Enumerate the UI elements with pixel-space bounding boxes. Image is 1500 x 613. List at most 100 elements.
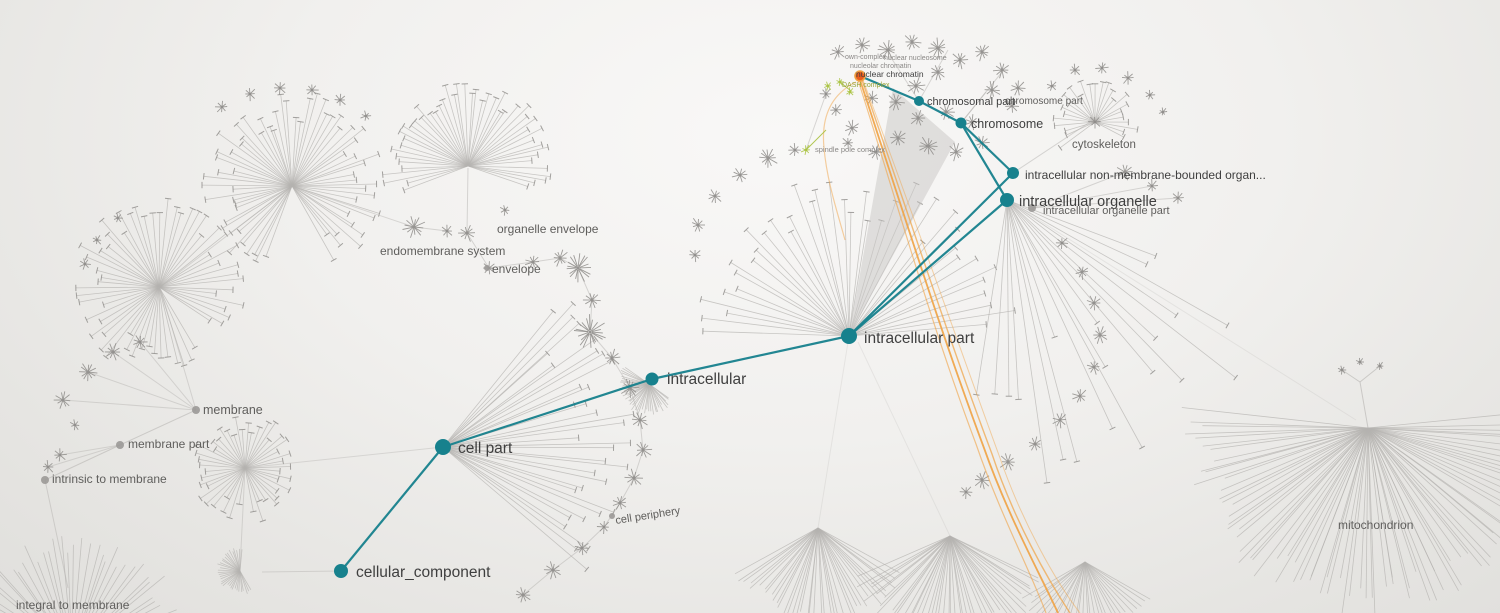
fan-cluster	[973, 199, 1238, 484]
leaf-burst	[54, 448, 67, 462]
leaf-burst	[402, 216, 426, 238]
label-chromosome[interactable]: chromosome	[971, 117, 1043, 131]
leaf-burst	[992, 62, 1009, 79]
label-cytoskeleton[interactable]: cytoskeleton	[1072, 139, 1136, 151]
leaf-burst	[1121, 71, 1134, 85]
leaf-burst	[274, 82, 286, 95]
teal-edge	[848, 172, 1014, 337]
leaf-burst	[133, 335, 148, 349]
leaf-burst	[441, 224, 453, 238]
leaf-burst	[823, 81, 832, 91]
label-endomembrane-system[interactable]: endomembrane system	[380, 244, 505, 258]
label-chromosome-part[interactable]: chromosome part	[1005, 96, 1083, 107]
node-chromosome[interactable]	[955, 117, 967, 129]
node-intracellular-organelle[interactable]	[1000, 193, 1014, 207]
gray-edge	[62, 399, 197, 411]
label-membrane[interactable]: membrane	[203, 403, 263, 417]
leaf-burst	[334, 93, 346, 106]
fan-cluster	[1022, 561, 1151, 613]
label-cell-part[interactable]: cell part	[458, 440, 513, 457]
gray-edge	[805, 93, 827, 151]
label-intracellular[interactable]: intracellular	[667, 371, 746, 388]
leaf-burst	[631, 412, 648, 430]
leaf-burst	[1055, 237, 1069, 250]
leaf-burst	[1172, 191, 1184, 204]
leaf-burst	[788, 143, 801, 156]
term-dot[interactable]	[41, 476, 49, 484]
node-intracellular[interactable]	[645, 372, 659, 386]
teal-edge	[960, 122, 1008, 201]
label-integral-to-membrane[interactable]: integral to membrane	[16, 598, 130, 612]
node-intracellular-part[interactable]	[841, 328, 857, 344]
teal-edge	[960, 122, 1014, 174]
fan-cluster	[217, 548, 252, 594]
gray-edge	[1031, 171, 1126, 209]
orange-edge	[822, 81, 857, 241]
term-dot[interactable]	[484, 265, 490, 271]
leaf-burst	[43, 460, 54, 473]
term-dot[interactable]	[116, 441, 124, 449]
node-cellular-component[interactable]	[334, 564, 348, 578]
leaf-burst	[888, 93, 905, 111]
node-chromosomal-part[interactable]	[914, 96, 924, 106]
label-organelle-envelope[interactable]: organelle envelope	[497, 222, 599, 236]
leaf-burst	[524, 255, 540, 270]
leaf-burst	[104, 343, 121, 361]
gray-edge	[159, 185, 293, 288]
gray-edge	[589, 331, 613, 359]
label-envelope[interactable]: envelope	[492, 262, 541, 276]
label-membrane-part[interactable]: membrane part	[128, 437, 210, 451]
leaf-burst	[53, 391, 71, 409]
leaf-burst	[566, 253, 592, 283]
label-dash-complex[interactable]: DASH complex	[842, 82, 890, 89]
leaf-burst	[919, 136, 938, 155]
label-cellular-component[interactable]: cellular_component	[356, 564, 491, 581]
label-nuclear-nucleosome[interactable]: nuclear nucleosome	[884, 55, 947, 62]
leaf-burst	[1005, 100, 1020, 113]
leaf-burst	[1046, 80, 1057, 91]
gray-edge	[817, 335, 850, 529]
leaf-burst	[1086, 295, 1101, 311]
leaf-burst	[1093, 326, 1108, 344]
label-own-complex[interactable]: own-complex	[845, 54, 887, 61]
fan-cluster	[201, 92, 381, 263]
leaf-burst	[759, 148, 778, 168]
label-intracellular-non-membrane-bounded-organelle[interactable]: intracellular non-membrane-bounded organ…	[1025, 168, 1266, 182]
leaf-burst	[214, 100, 228, 113]
label-intracellular-part[interactable]: intracellular part	[864, 330, 975, 347]
gray-edge	[1341, 369, 1361, 383]
node-cell-part[interactable]	[435, 439, 451, 455]
label-intracellular-organelle-part[interactable]: intracellular organelle part	[1043, 205, 1170, 217]
gray-edge	[488, 261, 534, 269]
orange-edge	[859, 79, 1059, 613]
node-nuclear-chromatin[interactable]	[854, 70, 866, 82]
leaf-burst	[949, 142, 964, 162]
gray-edge	[47, 444, 121, 468]
leaf-burst	[931, 65, 945, 81]
term-dot[interactable]	[1028, 204, 1036, 212]
fan-clusters	[0, 79, 1500, 613]
node-intracellular-non-membrane-bounded-organelle[interactable]	[1007, 167, 1019, 179]
leaf-burst	[605, 348, 621, 365]
leaf-burst	[877, 40, 895, 60]
gray-edge	[159, 286, 197, 411]
label-mitochondrion[interactable]: mitochondrion	[1338, 518, 1413, 532]
leaf-burst	[79, 258, 91, 270]
label-cell-periphery[interactable]: cell periphery	[615, 505, 682, 527]
leaf-burst	[360, 110, 372, 121]
leaf-burst	[543, 561, 561, 580]
label-nuclear-chromatin[interactable]: nuclear chromatin	[856, 69, 924, 79]
leaf-burst	[1116, 164, 1134, 181]
label-intracellular-organelle[interactable]: intracellular organelle	[1019, 194, 1157, 210]
term-dot[interactable]	[192, 406, 200, 414]
term-dot[interactable]	[609, 513, 615, 519]
label-spindle-pole-complex[interactable]: spindle pole complex	[815, 145, 885, 154]
gray-edge	[1012, 121, 1091, 174]
label-chromosomal-part[interactable]: chromosomal part	[927, 96, 1015, 108]
gray-edge	[112, 351, 197, 411]
label-intrinsic-to-membrane[interactable]: intrinsic to membrane	[52, 472, 167, 486]
gray-edge	[629, 387, 641, 421]
label-nucleolar-chromatin[interactable]: nucleolar chromatin	[850, 63, 911, 70]
gray-edge	[960, 91, 987, 124]
